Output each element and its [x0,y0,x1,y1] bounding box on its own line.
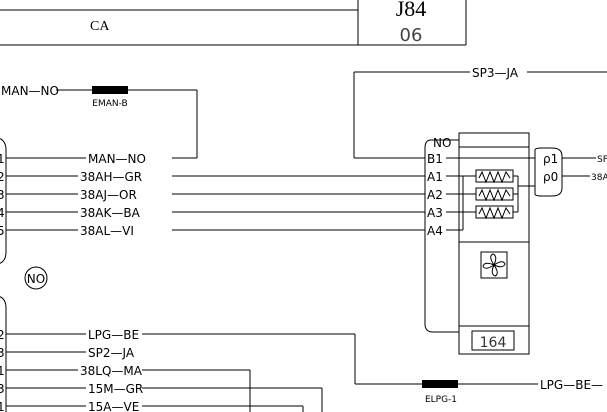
eman-circuit: MAN—NO EMAN-B [1,84,198,159]
wire-label-38lq: 38LQ—MA [80,364,143,378]
pin-rho0: ρ0 [543,170,558,184]
sp3-circuit: SP3—JA [353,66,607,159]
wire-label-eman-top: MAN—NO [1,84,59,98]
wire-label-15m: 15M—GR [88,382,143,396]
pin-1: 1 [0,152,5,166]
pin-b-3: 1 [0,364,5,378]
pin-no: NO [433,136,451,150]
pin-5: 5 [0,224,5,238]
wire-label-sp2: SP2—JA [88,346,135,360]
wire-label-lpg-be: LPG—BE [88,328,139,342]
pin-b-4: 3 [0,382,5,396]
sheet-code: J84 [396,0,427,21]
bottom-wire-bundle: LPG—BE ELPG-1 LPG—BE— SP2—JA 38LQ—MA 15M… [6,328,603,412]
left-connector-bottom: 2 3 1 3 1 [0,296,7,412]
pin-a2: A2 [427,188,443,202]
title-block: CA J84 06 [0,0,467,46]
left-connector-top: 1 2 3 4 5 [0,138,7,264]
ground-symbol: NO [24,266,48,290]
pin-rho1: ρ1 [543,152,558,166]
resistor-2-icon [475,187,514,202]
wire-label-38ah: 38AH—GR [80,170,142,184]
wire-label-38ak: 38AK—BA [80,206,141,220]
pin-3: 3 [0,188,5,202]
sheet-number: 06 [400,25,423,46]
top-wire-bundle: MAN—NO 38AH—GR 38AJ—OR 38AK—BA 38AL—VI [6,152,425,238]
pin-b1: B1 [427,152,443,166]
component-fan-module: NO B1 A1 A2 A3 A4 [424,132,607,355]
wire-label-sp3: SP3—JA [472,66,519,80]
ground-symbol-label: NO [27,272,45,286]
right-wire-sf: SF [597,155,607,165]
pin-b-2: 3 [0,346,5,360]
fuse-eman-b [92,86,128,94]
fuse-label-eman-b: EMAN-B [92,99,127,109]
pin-b-1: 2 [0,328,5,342]
pin-a3: A3 [427,206,443,220]
pin-a1: A1 [427,170,443,184]
right-wire-38a: 38A [591,173,607,183]
pin-2: 2 [0,170,5,184]
fuse-label-elpg-1: ELPG-1 [425,395,457,405]
pin-b-5: 1 [0,400,5,412]
pin-4: 4 [0,206,5,220]
wire-label-38aj: 38AJ—OR [80,188,137,202]
component-id: 164 [480,335,507,351]
resistor-1-icon [475,169,514,184]
wire-label-38al: 38AL—VI [80,224,134,238]
fuse-elpg-1 [422,380,458,388]
pin-a4: A4 [427,224,443,238]
title-left-code: CA [90,19,110,34]
wire-label-lpg-be-right: LPG—BE— [540,378,603,392]
resistor-3-icon [475,205,514,220]
wire-label-15a: 15A—VE [88,400,139,412]
fan-icon [480,251,508,279]
wire-label-man-no: MAN—NO [88,152,146,166]
